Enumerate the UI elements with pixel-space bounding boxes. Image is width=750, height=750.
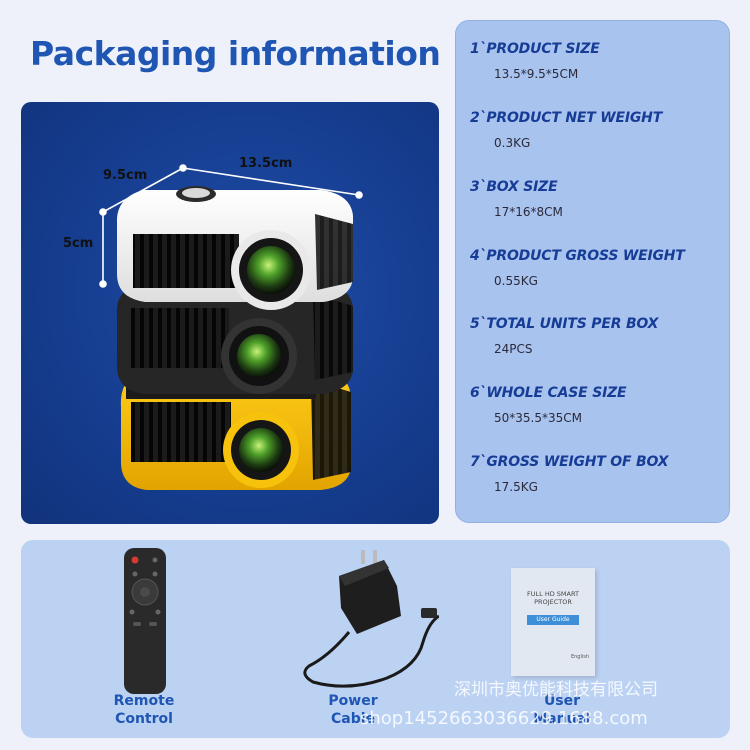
manual-cover-badge: User Guide (527, 615, 579, 625)
spec-value: 17.5KG (494, 480, 538, 494)
manual-cover-language: English (570, 654, 589, 660)
white-projector (116, 186, 353, 310)
user-manual-label: User Manual (507, 692, 617, 728)
spec-label: 2`PRODUCT NET WEIGHT (470, 110, 663, 126)
spec-item: 6`WHOLE CASE SIZE 50*35.5*35CM (470, 385, 720, 425)
power-label-line1: Power (328, 693, 378, 709)
spec-value: 0.3KG (494, 136, 531, 150)
spec-panel: 1`PRODUCT SIZE 13.5*9.5*5CM 2`PRODUCT NE… (455, 20, 730, 523)
spec-item: 1`PRODUCT SIZE 13.5*9.5*5CM (470, 41, 720, 81)
spec-label: 6`WHOLE CASE SIZE (470, 385, 627, 401)
power-cable-label: Power Cable (298, 692, 408, 728)
page-title: Packaging information (30, 34, 441, 73)
accessories-panel: Remote Control Power Cable FULL HD SMART… (21, 540, 730, 738)
yellow-projector (120, 370, 352, 490)
spec-value: 0.55KG (494, 274, 538, 288)
user-manual-booklet: FULL HD SMART PROJECTOR User Guide Engli… (511, 568, 595, 676)
width-dimension-label: 9.5cm (103, 168, 148, 183)
manual-cover-title: FULL HD SMART PROJECTOR (511, 590, 595, 606)
spec-item: 3`BOX SIZE 17*16*8CM (470, 179, 720, 219)
manual-label-line1: User (543, 693, 581, 709)
projector-stack-illustration (99, 164, 363, 490)
remote-label-line2: Control (115, 711, 173, 727)
spec-label: 5`TOTAL UNITS PER BOX (470, 316, 659, 332)
power-label-line2: Cable (330, 711, 376, 727)
spec-item: 2`PRODUCT NET WEIGHT 0.3KG (470, 110, 720, 150)
manual-label-line2: Manual (533, 711, 591, 727)
manual-cover-title-1: FULL HD SMART (527, 590, 579, 598)
spec-label: 7`GROSS WEIGHT OF BOX (470, 454, 669, 470)
spec-value: 17*16*8CM (494, 205, 563, 219)
spec-item: 7`GROSS WEIGHT OF BOX 17.5KG (470, 454, 720, 494)
spec-label: 3`BOX SIZE (470, 179, 558, 195)
spec-value: 50*35.5*35CM (494, 411, 582, 425)
spec-label: 4`PRODUCT GROSS WEIGHT (470, 248, 685, 264)
spec-value: 13.5*9.5*5CM (494, 67, 579, 81)
product-photo-panel: 9.5cm 13.5cm 5cm (21, 102, 439, 524)
power-adapter-icon (303, 550, 439, 688)
watermark-shop-url: shop1452663036629.1688.com (360, 708, 648, 729)
length-dimension-label: 13.5cm (239, 156, 293, 171)
black-projector (116, 284, 353, 394)
spec-value: 24PCS (494, 342, 533, 356)
spec-label: 1`PRODUCT SIZE (470, 41, 600, 57)
remote-control-icon (124, 548, 166, 694)
manual-cover-title-2: PROJECTOR (534, 598, 572, 606)
height-dimension-label: 5cm (63, 236, 94, 251)
spec-item: 5`TOTAL UNITS PER BOX 24PCS (470, 316, 720, 356)
remote-label-line1: Remote (113, 693, 175, 709)
watermark-company: 深圳市奥优能科技有限公司 (454, 680, 658, 700)
remote-control-label: Remote Control (89, 692, 199, 728)
spec-item: 4`PRODUCT GROSS WEIGHT 0.55KG (470, 248, 720, 288)
